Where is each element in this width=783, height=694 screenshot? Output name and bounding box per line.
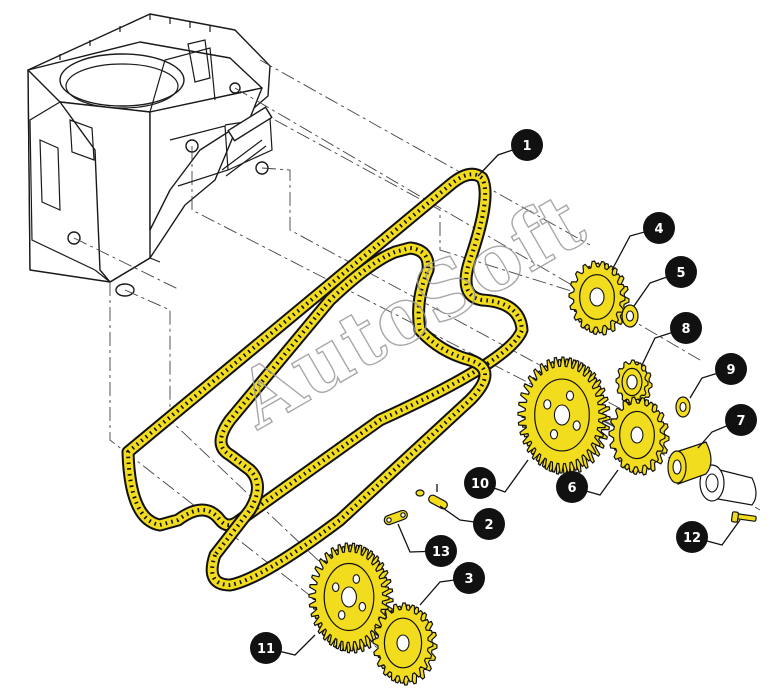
spacer-sleeve-part-7 [667,441,757,506]
callout-1[interactable]: 1 [511,129,543,161]
callout-11[interactable]: 11 [250,632,282,664]
sprocket-part-6 [608,396,670,476]
sprocket-part-11 [308,542,394,654]
machine-housing [27,13,273,297]
sprocket-part-4 [568,260,630,336]
bushing-part-9 [675,396,691,418]
callout-label-6: 6 [567,481,576,496]
callout-label-10: 10 [471,477,489,492]
callout-label-7: 7 [736,414,745,429]
callout-label-13: 13 [432,545,450,560]
alignment-lines [73,59,761,651]
callouts: 1 4 5 8 9 7 6 10 [250,129,757,664]
bushing-part-5 [621,304,639,328]
callout-3[interactable]: 3 [453,562,485,594]
parts-layer [308,260,757,686]
callout-8[interactable]: 8 [670,312,702,344]
callout-7[interactable]: 7 [725,404,757,436]
sprocket-part-8 [615,359,653,407]
callout-label-4: 4 [654,222,663,237]
callout-label-2: 2 [484,518,493,533]
connecting-link-part-13 [383,509,408,526]
callout-label-8: 8 [681,322,690,337]
callout-5[interactable]: 5 [665,256,697,288]
callout-label-3: 3 [464,572,473,587]
callout-4[interactable]: 4 [643,212,675,244]
connecting-link-part-2 [415,484,448,510]
callout-label-12: 12 [683,531,701,546]
callout-label-1: 1 [522,139,531,154]
callout-6[interactable]: 6 [556,471,588,503]
callout-label-5: 5 [676,266,685,281]
sprocket-part-3 [372,602,438,686]
callout-9[interactable]: 9 [715,353,747,385]
drive-chain-short [205,241,492,592]
sprocket-part-10 [517,356,611,476]
callout-label-11: 11 [257,642,275,657]
callout-label-9: 9 [726,363,735,378]
drive-chain-long [121,167,529,532]
callout-13[interactable]: 13 [425,535,457,567]
callout-12[interactable]: 12 [676,521,708,553]
bolt-part-12 [730,511,757,523]
callout-10[interactable]: 10 [464,467,496,499]
callout-2[interactable]: 2 [473,508,505,540]
